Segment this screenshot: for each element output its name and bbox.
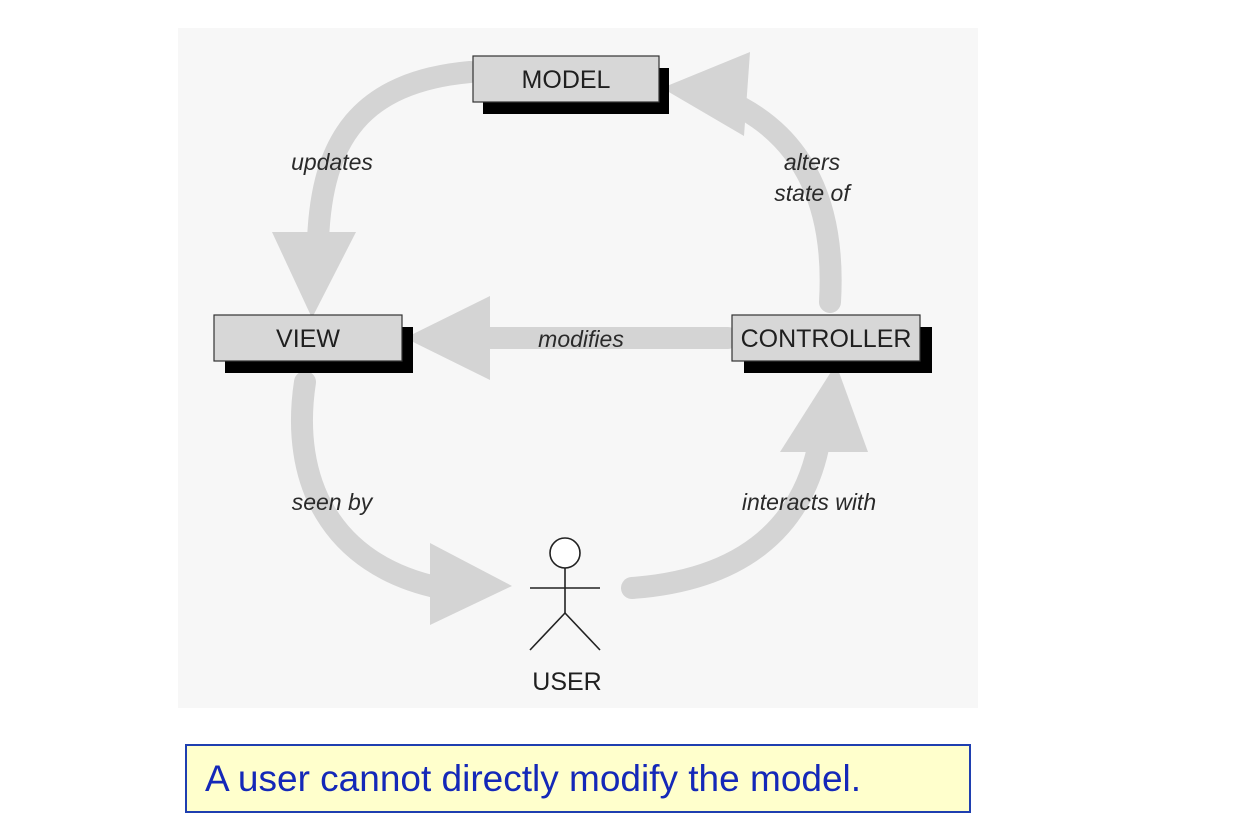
arrow-model-to-view — [307, 61, 481, 251]
user-left-leg — [529, 612, 566, 651]
controller-node: CONTROLLER — [731, 314, 932, 373]
user-head-icon — [549, 537, 581, 569]
edge-label-updates: updates — [291, 149, 373, 175]
view-node-box — [213, 314, 403, 362]
edge-label-alters: alters — [784, 149, 841, 175]
edge-label-state-of: state of — [774, 180, 852, 206]
user-right-leg — [564, 612, 601, 651]
mvc-diagram: MODEL VIEW CONTROLLER USER updates alter… — [213, 52, 932, 696]
view-node: VIEW — [213, 314, 413, 373]
arrow-view-to-user — [291, 371, 451, 599]
edge-label-seen-by: seen by — [292, 489, 374, 515]
controller-node-label: CONTROLLER — [741, 325, 912, 353]
caption-text: A user cannot directly modify the model. — [205, 757, 862, 799]
arrow-shafts — [291, 61, 842, 599]
model-node-box — [472, 55, 660, 103]
arrowhead-interacts — [780, 364, 868, 452]
arrowhead-alters — [662, 52, 750, 136]
arrowhead-modifies — [405, 296, 490, 380]
arrow-heads — [272, 52, 868, 625]
edge-label-interacts-with: interacts with — [742, 489, 876, 515]
user-label: USER — [532, 668, 601, 696]
user-actor — [529, 537, 601, 651]
caption-box: A user cannot directly modify the model. — [185, 744, 971, 813]
view-node-label: VIEW — [276, 325, 340, 353]
arrow-user-to-controller — [621, 437, 829, 599]
model-node-label: MODEL — [522, 66, 611, 94]
model-node: MODEL — [472, 55, 669, 114]
arrowhead-seen-by — [430, 543, 512, 625]
arrow-controller-to-model — [731, 97, 842, 313]
controller-node-box — [731, 314, 921, 362]
arrowhead-updates — [272, 232, 356, 318]
edge-label-modifies: modifies — [538, 326, 624, 352]
